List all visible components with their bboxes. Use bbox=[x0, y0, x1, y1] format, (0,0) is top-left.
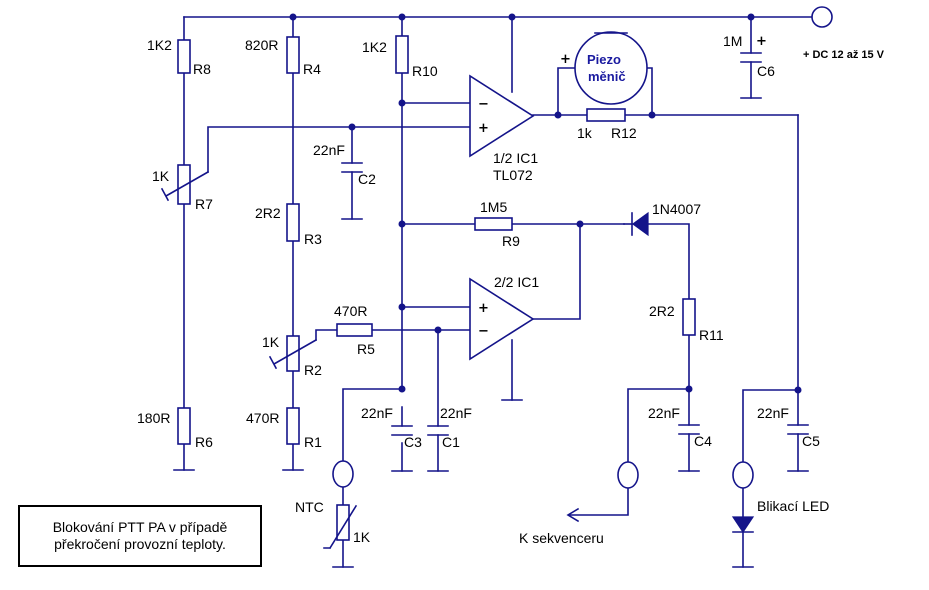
r11-ref: R11 bbox=[699, 327, 724, 343]
piezo-transducer bbox=[574, 31, 648, 105]
supply-terminal-icon bbox=[811, 6, 833, 28]
c5-value: 22nF bbox=[757, 405, 789, 421]
r4-value: 820R bbox=[245, 37, 278, 53]
diode-1n4007-icon bbox=[623, 211, 649, 237]
capacitor-c6 bbox=[740, 52, 762, 63]
r10-ref: R10 bbox=[412, 63, 438, 79]
c2-ref: C2 bbox=[358, 171, 376, 187]
r1-value: 470R bbox=[246, 410, 279, 426]
c1-ref: C1 bbox=[442, 434, 460, 450]
c4-ref: C4 bbox=[694, 433, 712, 449]
r7-ref: R7 bbox=[195, 196, 213, 212]
c1-value: 22nF bbox=[440, 405, 472, 421]
blinking-led-icon bbox=[731, 516, 755, 534]
r12-value: 1k bbox=[577, 125, 593, 141]
ntc-connector-icon bbox=[332, 460, 354, 488]
r4-ref: R4 bbox=[303, 61, 321, 77]
c6-value: 1M bbox=[723, 33, 742, 49]
opamp-top-minus: − bbox=[478, 97, 489, 112]
opamp-bottom bbox=[469, 277, 535, 361]
c6-ref: C6 bbox=[757, 63, 775, 79]
r12-ref: R12 bbox=[611, 125, 637, 141]
resistor-r11 bbox=[682, 298, 696, 336]
resistor-r9 bbox=[474, 217, 513, 231]
ntc-value: 1K bbox=[353, 529, 371, 545]
sequencer-connector-icon bbox=[617, 461, 639, 489]
c6-polarity: + bbox=[756, 34, 767, 49]
c4-value: 22nF bbox=[648, 405, 680, 421]
capacitor-c1 bbox=[427, 425, 449, 436]
capacitor-c5 bbox=[787, 424, 809, 435]
resistor-r3 bbox=[286, 203, 300, 242]
r2-wiper-arrow bbox=[268, 338, 318, 370]
r9-ref: R9 bbox=[502, 233, 520, 249]
ground-symbols bbox=[173, 97, 809, 568]
r10-value: 1K2 bbox=[362, 39, 387, 55]
r5-ref: R5 bbox=[357, 341, 375, 357]
capacitor-c4 bbox=[678, 424, 700, 435]
junction-dots bbox=[289, 13, 802, 394]
potentiometer-r7 bbox=[177, 164, 191, 205]
c5-ref: C5 bbox=[802, 433, 820, 449]
sequencer-label: K sekvenceru bbox=[519, 530, 604, 546]
sequencer-arrow-icon bbox=[566, 507, 580, 523]
supply-label: + DC 12 až 15 V bbox=[803, 49, 885, 61]
r7-wiper-arrow bbox=[160, 170, 210, 202]
r11-value: 2R2 bbox=[649, 303, 675, 319]
r1-ref: R1 bbox=[304, 434, 322, 450]
piezo-label-line2: měnič bbox=[588, 69, 626, 84]
diode-label: 1N4007 bbox=[652, 201, 701, 217]
led-connector-icon bbox=[732, 461, 754, 489]
opamp-top bbox=[469, 74, 535, 158]
ntc-ref: NTC bbox=[295, 499, 324, 515]
r5-value: 470R bbox=[334, 303, 367, 319]
r3-ref: R3 bbox=[304, 231, 322, 247]
capacitor-c2 bbox=[341, 162, 363, 173]
opamp-bottom-minus: − bbox=[478, 324, 489, 339]
opamp-top-plus: + bbox=[478, 121, 489, 136]
r9-value: 1M5 bbox=[480, 199, 507, 215]
resistor-r8 bbox=[177, 39, 191, 74]
resistor-r1 bbox=[286, 407, 300, 445]
note-line-1: Blokování PTT PA v případě bbox=[52, 519, 228, 535]
piezo-label-line1: Piezo bbox=[587, 52, 621, 67]
opamp-top-name: 1/2 IC1 bbox=[493, 150, 538, 166]
r2-value: 1K bbox=[262, 334, 280, 350]
c3-ref: C3 bbox=[404, 434, 422, 450]
ntc-slash-icon bbox=[323, 504, 358, 550]
r2-ref: R2 bbox=[304, 362, 322, 378]
c2-value: 22nF bbox=[313, 142, 345, 158]
capacitor-c3 bbox=[391, 425, 413, 436]
r3-value: 2R2 bbox=[255, 205, 281, 221]
r6-value: 180R bbox=[137, 410, 170, 426]
r6-ref: R6 bbox=[195, 434, 213, 450]
resistor-r5 bbox=[336, 323, 373, 337]
description-note: Blokování PTT PA v případě překročení pr… bbox=[18, 505, 262, 567]
resistor-r12 bbox=[586, 108, 626, 122]
c3-value: 22nF bbox=[361, 405, 393, 421]
resistor-r10 bbox=[395, 35, 409, 74]
piezo-polarity: + bbox=[560, 52, 571, 67]
opamp-top-type: TL072 bbox=[493, 167, 533, 183]
resistor-r4 bbox=[286, 36, 300, 74]
r8-value: 1K2 bbox=[147, 37, 172, 53]
r8-ref: R8 bbox=[193, 61, 211, 77]
opamp-bottom-plus: + bbox=[478, 301, 489, 316]
opamp-bottom-name: 2/2 IC1 bbox=[494, 274, 539, 290]
note-line-2: překročení provozní teploty. bbox=[54, 536, 226, 552]
r7-value: 1K bbox=[152, 168, 170, 184]
led-label: Blikací LED bbox=[757, 498, 829, 514]
resistor-r6 bbox=[177, 407, 191, 445]
